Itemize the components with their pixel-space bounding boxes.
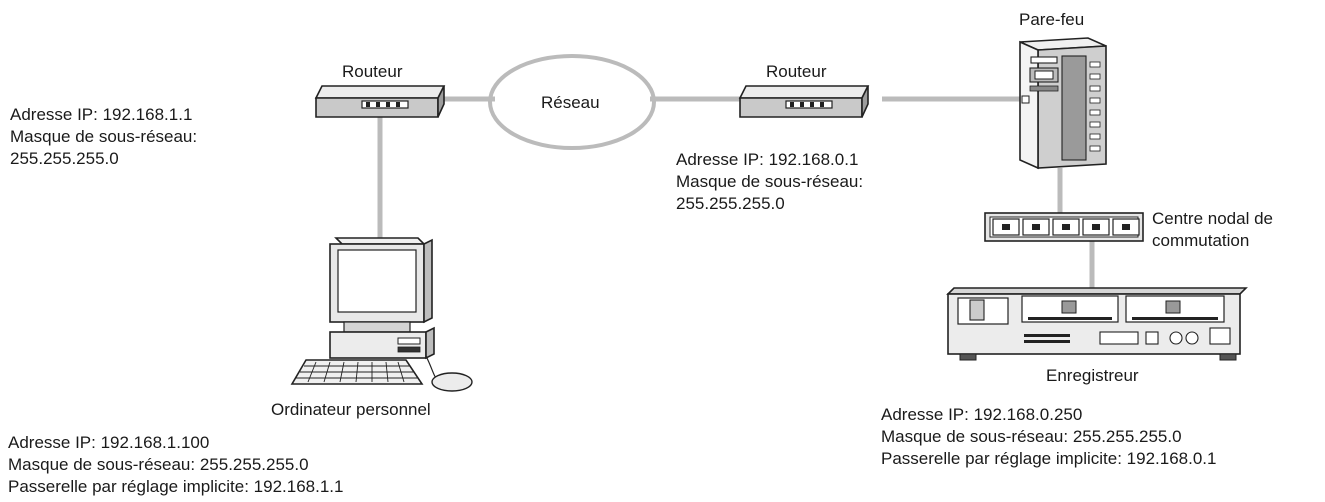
router-left-address-block: Adresse IP: 192.168.1.1 Masque de sous-r…	[10, 104, 197, 170]
pc-ip: Adresse IP: 192.168.1.100	[8, 433, 210, 452]
hub-label-line2: commutation	[1152, 231, 1250, 250]
recorder-gateway: Passerelle par réglage implicite: 192.16…	[881, 449, 1217, 468]
pc-gateway: Passerelle par réglage implicite: 192.16…	[8, 477, 344, 496]
firewall-icon	[1019, 37, 1107, 170]
router-left-ip: Adresse IP: 192.168.1.1	[10, 105, 193, 124]
recorder-ip: Adresse IP: 192.168.0.250	[881, 405, 1083, 424]
router-right-ip: Adresse IP: 192.168.0.1	[676, 150, 859, 169]
router-left-label: Routeur	[342, 62, 403, 81]
router-left-mask-value: 255.255.255.0	[10, 149, 119, 168]
recorder-mask: Masque de sous-réseau: 255.255.255.0	[881, 427, 1182, 446]
router-right-mask-value: 255.255.255.0	[676, 194, 785, 213]
router-right-mask-label: Masque de sous-réseau:	[676, 172, 864, 191]
pc-address-block: Adresse IP: 192.168.1.100 Masque de sous…	[8, 432, 343, 498]
network-label: Réseau	[541, 93, 600, 112]
router-left-icon	[314, 85, 446, 118]
router-right-address-block: Adresse IP: 192.168.0.1 Masque de sous-r…	[676, 149, 863, 215]
router-left-mask-label: Masque de sous-réseau:	[10, 127, 198, 146]
network-cloud	[488, 54, 656, 150]
recorder-label: Enregistreur	[1046, 366, 1139, 385]
pc-label: Ordinateur personnel	[271, 400, 431, 419]
router-right-label: Routeur	[766, 62, 827, 81]
pc-icon	[290, 237, 473, 392]
router-right-icon	[738, 85, 870, 118]
switching-hub-icon	[984, 212, 1144, 242]
recorder-address-block: Adresse IP: 192.168.0.250 Masque de sous…	[881, 404, 1216, 470]
hub-label-line1: Centre nodal de	[1152, 209, 1273, 228]
firewall-label: Pare-feu	[1019, 10, 1085, 29]
pc-mask: Masque de sous-réseau: 255.255.255.0	[8, 455, 309, 474]
recorder-icon	[946, 287, 1248, 361]
connection-lines	[377, 96, 1095, 290]
